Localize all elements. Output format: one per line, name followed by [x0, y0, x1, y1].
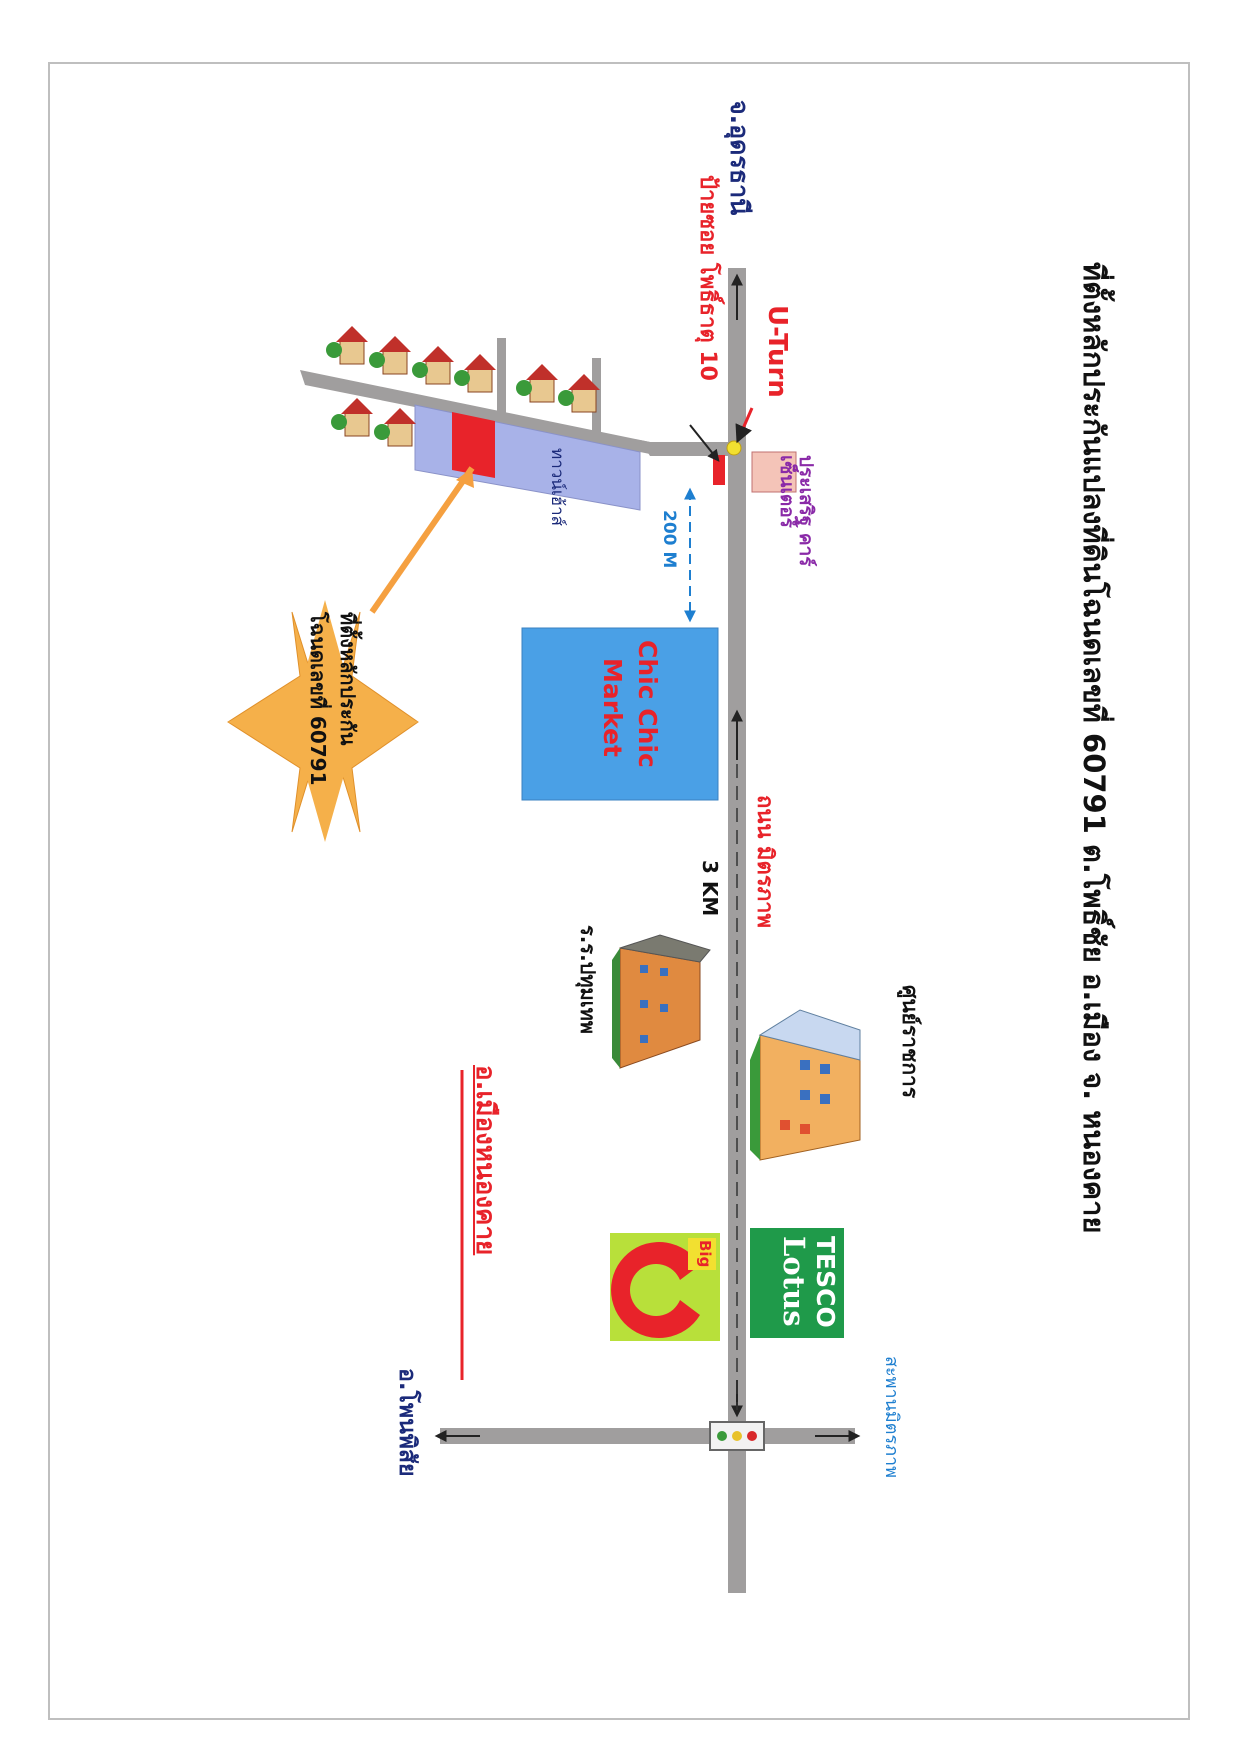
side-street-1	[497, 338, 506, 428]
school-building-icon	[612, 934, 711, 1069]
big-c-tag	[688, 1238, 716, 1270]
townhouse-label: ทาวน์เฮ้าส์	[547, 448, 567, 527]
soi-sign-pointer	[689, 424, 720, 462]
car-center-label: ประเสริฐ คาร์เซ็นเตอร์	[776, 455, 817, 567]
distance-200m-label: 200 M	[659, 510, 679, 569]
big-c-logo	[611, 1242, 700, 1338]
collateral-label-line2: โฉนดเลขที่ 60791	[306, 612, 330, 786]
bigc-big-label: Big	[696, 1240, 714, 1268]
government-building-icon	[750, 1009, 861, 1161]
lotus-label: Lotus	[777, 1236, 811, 1327]
school-label: ร.ร.ปทุมเทพ	[576, 925, 600, 1034]
u-turn-pointer	[735, 407, 754, 444]
north-direction-label: จ.อุดรธานี	[725, 100, 754, 216]
traffic-light-icon	[709, 1421, 765, 1451]
gov-center-label: ศูนย์ราชการ	[898, 985, 922, 1099]
soi-sign-label: ป้ายซอย โพธิ์ธาตุ 10	[695, 175, 720, 381]
u-turn-label: U-Turn	[762, 305, 792, 398]
soi-sign-marker	[713, 455, 725, 485]
chic-chic-market-block	[521, 627, 719, 801]
house-icons	[326, 326, 600, 447]
bridge-label: สะพานมิตรภาพ	[881, 1356, 902, 1478]
collateral-star-fill	[228, 600, 418, 842]
collateral-pointer	[369, 466, 475, 614]
tesco-label: TESCO	[811, 1236, 840, 1328]
map-frame	[48, 62, 1190, 1720]
collateral-plot	[452, 412, 495, 478]
car-center-box	[751, 451, 797, 493]
map-title: ที่ตั้งหลักประกันแปลงที่ดินโฉนดเลขที่ 60…	[1077, 262, 1111, 1234]
distance-3km-label: 3 KM	[698, 860, 722, 917]
soi-road-diagonal	[300, 370, 660, 456]
main-road-label: ถนน มิตรภาพ	[752, 795, 777, 929]
tesco-lotus-block	[750, 1228, 844, 1338]
district-label: อ.เมืองหนองคาย	[470, 1065, 500, 1256]
collateral-label-line1: ที่ตั้งหลักประกัน	[336, 612, 360, 746]
market-label-line2: Market	[598, 658, 627, 757]
cross-road	[440, 1428, 855, 1444]
market-label-line1: Chic Chic	[633, 640, 662, 768]
south-direction-label: อ.โพนพิสัย	[394, 1368, 420, 1477]
u-turn-marker	[726, 440, 742, 456]
